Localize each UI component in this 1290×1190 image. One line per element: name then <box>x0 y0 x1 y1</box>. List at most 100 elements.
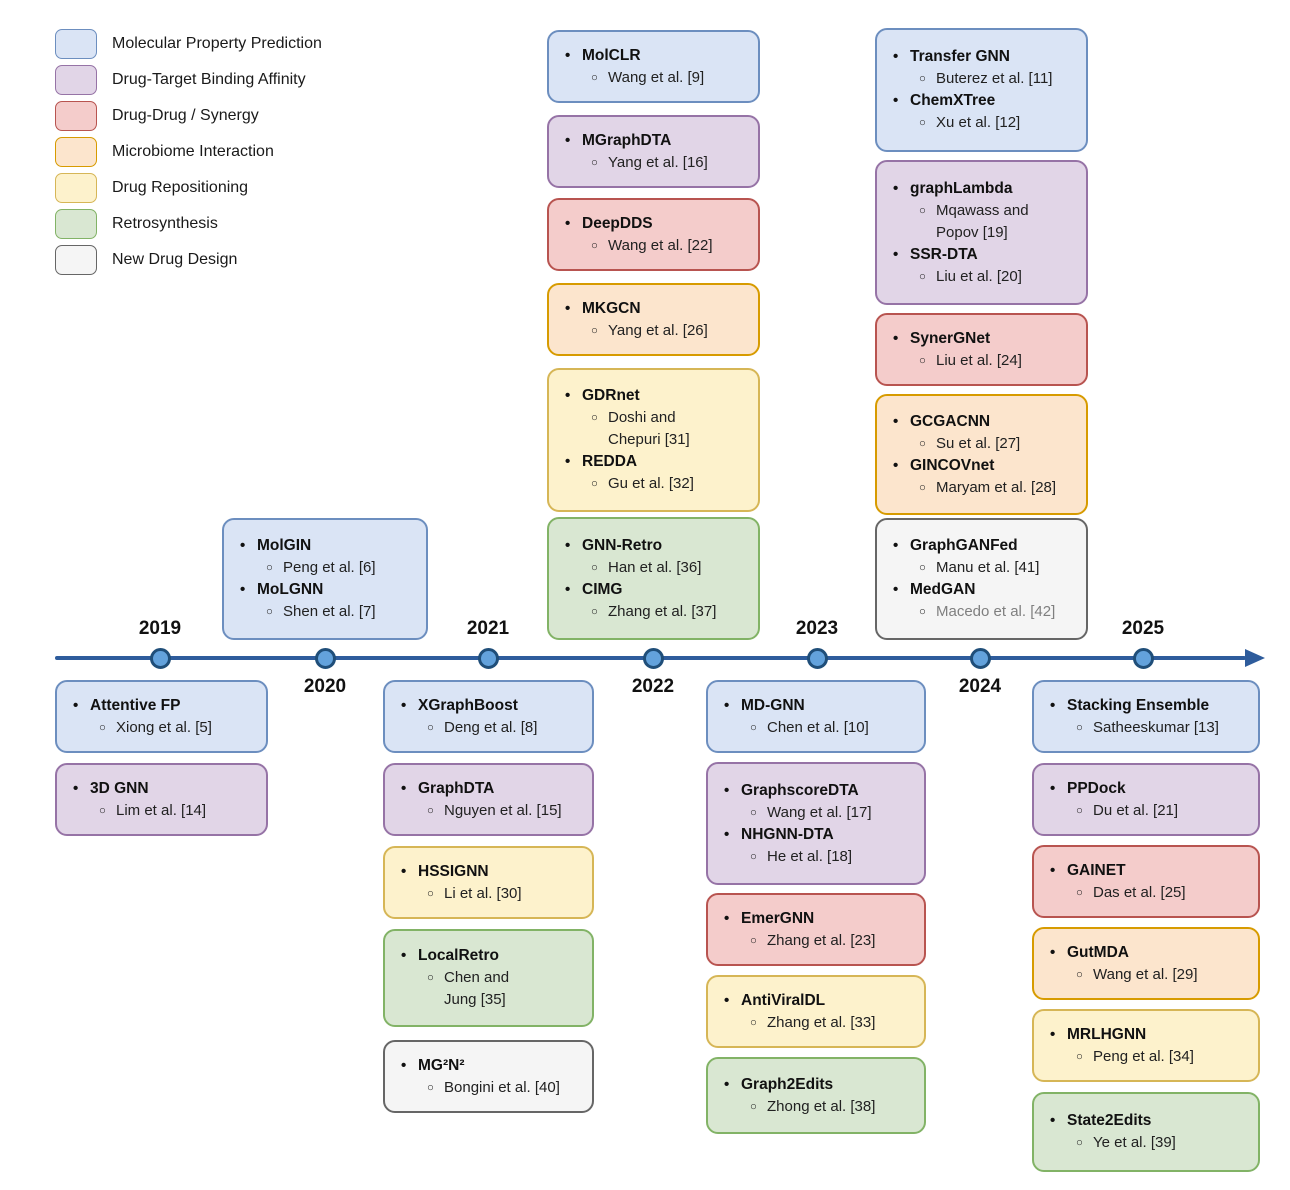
method-name: MolCLR <box>582 46 641 64</box>
method-reference: Satheeskumar [13] <box>1093 718 1219 736</box>
method-entry: • SynerGNet ○ Liu et al. [24] <box>893 328 1078 372</box>
method-reference: Wang et al. [17] <box>767 803 872 821</box>
year-marker <box>970 648 991 669</box>
bullet-circle-icon: ○ <box>266 606 273 618</box>
method-reference: Li et al. [30] <box>444 884 522 902</box>
method-name: EmerGNN <box>741 909 815 927</box>
bullet-dot-icon: • <box>1050 696 1056 714</box>
method-box: • MD-GNN ○ Chen et al. [10] <box>706 680 926 753</box>
method-entry: • HSSIGNN ○ Li et al. [30] <box>401 861 584 905</box>
bullet-circle-icon: ○ <box>1076 721 1083 734</box>
bullet-circle-icon: ○ <box>919 73 926 85</box>
method-reference: Zhong et al. [38] <box>767 1097 876 1115</box>
bullet-dot-icon: • <box>893 245 899 263</box>
method-entry: • MGraphDTA ○ Yang et al. [16] <box>565 130 750 174</box>
year-label: 2022 <box>631 676 675 697</box>
year-label: 2019 <box>138 618 182 639</box>
method-name: Transfer GNN <box>910 48 1010 65</box>
bullet-circle-icon: ○ <box>1076 1137 1083 1149</box>
method-box: • GCGACNN ○ Su et al. [27] • GINCOVnet ○… <box>875 394 1088 515</box>
bullet-dot-icon: • <box>724 781 730 799</box>
method-name: MKGCN <box>582 299 641 317</box>
method-name: ChemXTree <box>910 92 996 109</box>
bullet-circle-icon: ○ <box>427 887 434 900</box>
year-label: 2025 <box>1121 618 1165 639</box>
method-reference: Peng et al. [6] <box>283 559 376 576</box>
year-marker <box>150 648 171 669</box>
method-box: • 3D GNN ○ Lim et al. [14] <box>55 763 268 836</box>
method-entry: • MolGIN ○ Peng et al. [6] <box>240 535 418 579</box>
bullet-circle-icon: ○ <box>1076 968 1083 981</box>
method-reference: Zhang et al. [37] <box>608 602 717 620</box>
method-entry: • 3D GNN ○ Lim et al. [14] <box>73 778 258 822</box>
bullet-dot-icon: • <box>893 581 899 598</box>
method-name: MolGIN <box>257 537 312 554</box>
method-box: • MolGIN ○ Peng et al. [6] • MoLGNN ○ Sh… <box>222 518 428 640</box>
method-reference: Deng et al. [8] <box>444 718 538 736</box>
bullet-dot-icon: • <box>724 825 730 843</box>
method-box: • HSSIGNN ○ Li et al. [30] <box>383 846 594 919</box>
method-name: GraphscoreDTA <box>741 781 859 799</box>
legend-label: Retrosynthesis <box>112 215 218 232</box>
bullet-dot-icon: • <box>565 453 571 470</box>
method-name: GraphDTA <box>418 779 495 797</box>
bullet-dot-icon: • <box>565 580 571 598</box>
method-name: Stacking Ensemble <box>1067 696 1210 714</box>
method-entry: • graphLambda ○ Mqawass and Popov [19] <box>893 178 1078 244</box>
method-reference: Manu et al. [41] <box>936 559 1040 576</box>
method-box: • MRLHGNN ○ Peng et al. [34] <box>1032 1009 1260 1082</box>
method-box: • GraphscoreDTA ○ Wang et al. [17] • NHG… <box>706 762 926 885</box>
method-entry: • GraphDTA ○ Nguyen et al. [15] <box>401 778 584 822</box>
bullet-circle-icon: ○ <box>919 606 926 618</box>
method-entry: • Graph2Edits ○ Zhong et al. [38] <box>724 1074 916 1118</box>
method-name: NHGNN-DTA <box>741 825 834 843</box>
legend-color-swatch <box>55 29 97 59</box>
bullet-dot-icon: • <box>401 947 407 964</box>
bullet-circle-icon: ○ <box>919 562 926 574</box>
bullet-circle-icon: ○ <box>591 412 598 424</box>
legend-label: Drug-Target Binding Affinity <box>112 71 306 88</box>
bullet-dot-icon: • <box>893 537 899 554</box>
method-entry: • GINCOVnet ○ Maryam et al. [28] <box>893 455 1078 499</box>
method-name: Graph2Edits <box>741 1075 834 1093</box>
legend-item: Drug-Target Binding Affinity <box>55 62 322 98</box>
method-name: MG²N² <box>418 1056 465 1074</box>
method-reference: Buterez et al. [11] <box>936 70 1053 87</box>
bullet-circle-icon: ○ <box>919 204 926 217</box>
method-entry: • XGraphBoost ○ Deng et al. [8] <box>401 695 584 739</box>
bullet-dot-icon: • <box>893 412 899 430</box>
method-entry: • MRLHGNN ○ Peng et al. [34] <box>1050 1024 1250 1068</box>
bullet-circle-icon: ○ <box>919 117 926 129</box>
method-name: GNN-Retro <box>582 536 663 554</box>
method-reference: Doshi and Chepuri [31] <box>608 409 690 448</box>
bullet-circle-icon: ○ <box>919 481 926 494</box>
method-name: graphLambda <box>910 179 1013 197</box>
bullet-circle-icon: ○ <box>591 239 598 252</box>
method-box: • GraphGANFed ○ Manu et al. [41] • MedGA… <box>875 518 1088 640</box>
method-name: GDRnet <box>582 387 640 404</box>
method-reference: Wang et al. [9] <box>608 68 705 86</box>
method-entry: • GAINET ○ Das et al. [25] <box>1050 860 1250 904</box>
method-entry: • MG²N² ○ Bongini et al. [40] <box>401 1055 584 1099</box>
legend-label: Molecular Property Prediction <box>112 35 322 52</box>
method-box: • Stacking Ensemble ○ Satheeskumar [13] <box>1032 680 1260 753</box>
method-reference: Liu et al. [24] <box>936 351 1022 369</box>
legend-color-swatch <box>55 101 97 131</box>
method-entry: • NHGNN-DTA ○ He et al. [18] <box>724 824 916 868</box>
legend-color-swatch <box>55 137 97 167</box>
method-entry: • PPDock ○ Du et al. [21] <box>1050 778 1250 822</box>
bullet-circle-icon: ○ <box>591 71 598 84</box>
method-box: • GAINET ○ Das et al. [25] <box>1032 845 1260 918</box>
method-entry: • EmerGNN ○ Zhang et al. [23] <box>724 908 916 952</box>
method-name: GINCOVnet <box>910 456 995 474</box>
method-box: • graphLambda ○ Mqawass and Popov [19] •… <box>875 160 1088 305</box>
method-reference: Chen et al. [10] <box>767 718 869 736</box>
method-box: • MG²N² ○ Bongini et al. [40] <box>383 1040 594 1113</box>
method-name: SSR-DTA <box>910 245 978 263</box>
bullet-circle-icon: ○ <box>750 850 757 863</box>
method-entry: • ChemXTree ○ Xu et al. [12] <box>893 90 1078 134</box>
bullet-circle-icon: ○ <box>750 934 757 947</box>
legend-item: Microbiome Interaction <box>55 134 322 170</box>
method-name: State2Edits <box>1067 1112 1152 1129</box>
bullet-circle-icon: ○ <box>919 354 926 367</box>
